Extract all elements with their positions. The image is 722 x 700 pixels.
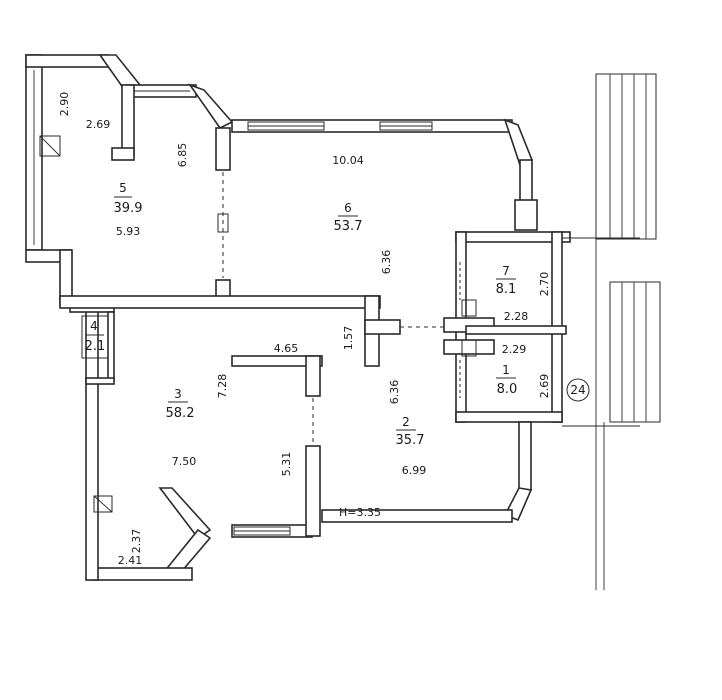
dimension-label: 10.04	[332, 154, 364, 167]
wall-3-2-upper	[305, 355, 321, 397]
wall-3-2-top	[231, 355, 323, 367]
shaft-icon	[461, 299, 477, 317]
door-markers	[217, 172, 461, 444]
wall-4-bottom	[85, 377, 115, 385]
room-number: 3	[174, 387, 182, 401]
room-number: 4	[90, 319, 98, 333]
room-label-5: 5 39.9	[114, 181, 143, 216]
dimension-label: 2.41	[118, 554, 143, 567]
apartment-number: 24	[570, 383, 585, 397]
room-area: 8.1	[496, 282, 517, 297]
apartment-number-badge: 24	[566, 378, 590, 402]
wall-bottom-left	[91, 567, 193, 581]
room-number: 2	[402, 415, 410, 429]
wall-5-stub	[111, 147, 135, 161]
dimension-label: 1.57	[342, 326, 355, 351]
room-area: 35.7	[396, 433, 425, 448]
shafts	[39, 135, 477, 513]
shaft-icon	[93, 495, 113, 513]
room-label-1: 1 8.0	[496, 363, 517, 397]
room-number: 6	[344, 201, 352, 215]
wall-bath-b	[443, 339, 495, 355]
dimension-label: 2.70	[538, 272, 551, 297]
window-top-6a	[247, 121, 325, 131]
dimension-label: 6.36	[380, 250, 393, 275]
dimension-label: 5.93	[116, 225, 141, 238]
wall-4-right	[107, 311, 115, 381]
room-area: 53.7	[334, 219, 363, 234]
dimension-label: 7.50	[172, 455, 197, 468]
room-area: 2.1	[85, 339, 106, 354]
shaft-icon	[39, 135, 61, 157]
balcony	[562, 73, 661, 590]
wall-bay-3a	[158, 487, 212, 540]
dimension-label: 2.69	[538, 374, 551, 399]
dimension-label: 4.65	[274, 342, 299, 355]
dimension-label: 5.31	[280, 452, 293, 477]
room-label-2: 2 35.7	[396, 415, 425, 448]
room-label-3: 3 58.2	[166, 387, 195, 421]
dimension-labels: 2.90 2.69 6.85 5.93 10.04 6.36 2.70 2.28…	[58, 92, 551, 567]
ceiling-height-label: H=3.35	[339, 506, 381, 519]
dimension-label: 6.99	[402, 464, 427, 477]
dimension-label: 2.37	[130, 529, 143, 554]
room-number: 5	[119, 181, 127, 195]
wall-bottom-1	[455, 411, 563, 423]
wall-3-2-lower	[305, 445, 321, 537]
dimension-label: 6.36	[388, 380, 401, 405]
window-bottom-3	[233, 526, 291, 536]
wall-5-6-upper	[215, 127, 231, 171]
wall-5-inner	[121, 84, 135, 156]
dimension-label: 6.85	[176, 143, 189, 168]
dimension-label: 2.29	[502, 343, 527, 356]
room-area: 39.9	[114, 201, 143, 216]
room-number: 1	[502, 363, 510, 377]
wall-right-pier	[514, 199, 538, 231]
wall-top-5	[25, 54, 109, 68]
wall-shaft-stub	[364, 319, 401, 335]
room-label-7: 7 8.1	[496, 264, 517, 297]
wall-bottom-2	[321, 509, 513, 523]
wall-bay-6	[503, 118, 534, 167]
wall-right-2	[518, 421, 532, 491]
room-number: 7	[502, 264, 510, 278]
wall-right-6	[519, 159, 533, 203]
room-label-6: 6 53.7	[334, 201, 363, 234]
dimension-label: 2.69	[86, 118, 111, 131]
interior-walls	[59, 84, 567, 537]
room-label-4: 4 2.1	[81, 315, 109, 359]
shaft-icon	[461, 339, 477, 357]
dimension-label: 2.90	[58, 92, 71, 117]
window-top-6b	[379, 121, 433, 131]
wall-bath-mid	[465, 325, 567, 335]
wall-bay-5c	[187, 83, 234, 130]
room-area: 8.0	[497, 382, 518, 397]
dimension-label: 2.28	[504, 310, 529, 323]
windows	[33, 70, 433, 536]
room-area: 58.2	[166, 406, 195, 421]
wall-mid-horizontal	[59, 295, 381, 309]
dimension-label: 7.28	[216, 374, 229, 399]
